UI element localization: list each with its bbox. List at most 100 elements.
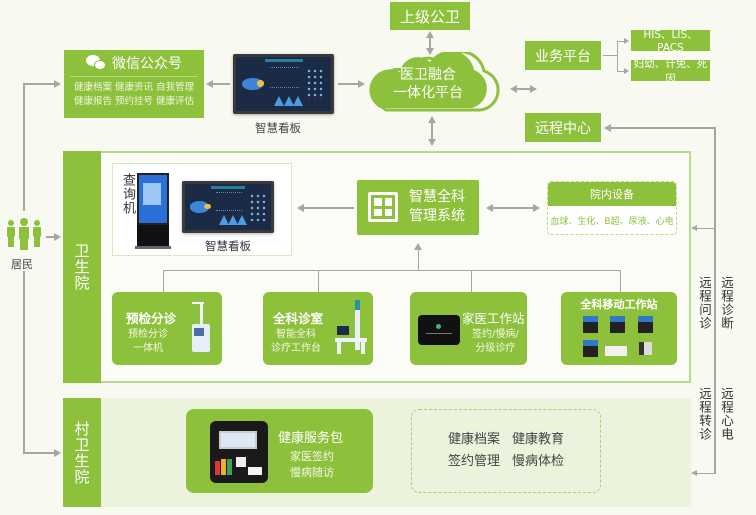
smart-gp-management-system-box: 智慧全科 管理系统 (357, 180, 479, 235)
connector-mgmt-tree-trunk (418, 250, 419, 270)
health-kit-sub1: 家医签约 (290, 450, 334, 463)
gp-workstation-image (335, 300, 369, 358)
arrow-left (604, 124, 611, 132)
connector-business-vertical (617, 41, 618, 72)
triage-sub1: 预检分诊 (128, 329, 168, 340)
mobile-workstation-title: 全科移动工作站 (580, 298, 658, 311)
connector-remote-center (606, 127, 716, 129)
smart-dashboard-label-township: 智慧看板 (205, 239, 251, 253)
arrow-up (428, 116, 436, 123)
mobile-device-image-2 (610, 316, 625, 333)
mobile-device-image-4 (583, 340, 598, 357)
township-hospital-label-text: 卫生院 (72, 243, 91, 291)
connector-tree-drop-1 (163, 270, 164, 292)
cloud-platform-line2: 一体化平台 (393, 85, 463, 101)
remote-center-box: 远程中心 (525, 113, 601, 142)
health-kit-image (210, 421, 268, 483)
village-clinic-label-text: 村卫生院 (72, 420, 91, 485)
gp-room-title: 全科诊室 (273, 311, 324, 326)
cloud-platform: 医卫融合 一体化平台 (368, 50, 506, 112)
arrow-left (486, 204, 493, 212)
superior-public-health-label: 上级公卫 (399, 7, 460, 26)
service-chronic-checkup: 慢病体检 (512, 454, 565, 469)
arrow-right (624, 38, 629, 44)
residents-icon (4, 218, 44, 250)
arrow-up (414, 243, 422, 250)
query-kiosk-label: 查询机 (120, 173, 135, 215)
connector-mgmt-equipment (491, 207, 535, 209)
health-kit-sub2: 慢病随访 (290, 466, 334, 479)
connector-residents-down (23, 271, 25, 453)
connector-residents-wechat (23, 83, 55, 85)
triage-title: 预检分诊 (126, 311, 177, 326)
village-clinic-section (63, 398, 691, 507)
business-platform-label: 业务平台 (535, 48, 591, 65)
remote-consultation-label: 远程问诊 (697, 276, 712, 330)
management-system-line1: 智慧全科 (409, 189, 465, 205)
business-item-label: 妇幼、计免、死因 (633, 57, 708, 85)
arrow-left (297, 204, 304, 212)
wechat-features-line2: 健康报告 预约挂号 健康评估 (73, 96, 195, 107)
connector-remote-trunk-lower (714, 384, 716, 474)
arrow-down (428, 139, 436, 146)
superior-public-health-box: 上级公卫 (390, 2, 470, 30)
remote-diagnosis-label: 远程诊断 (719, 276, 734, 330)
remote-referral-label: 远程转诊 (697, 387, 712, 441)
connector-business-top (617, 41, 626, 42)
arrow-left (206, 80, 213, 88)
general-practice-room-card: 全科诊室 智能全科 诊疗工作台 (263, 292, 373, 365)
in-hospital-equipment-box: 院内设备 血球、生化、B超、尿液、心电 (547, 181, 677, 235)
arrow-left (510, 85, 517, 93)
smart-dashboard-label-top: 智慧看板 (255, 121, 301, 135)
service-health-education: 健康教育 (512, 432, 565, 447)
service-contract-management: 签约管理 (447, 454, 500, 469)
residents-label: 居民 (11, 258, 33, 271)
connector-business-bottom (617, 71, 626, 72)
arrow-right (533, 204, 540, 212)
connector-dashboard-cloud (338, 83, 360, 85)
mobile-device-image-5 (605, 346, 627, 356)
village-services-box: 健康档案 健康教育 签约管理 慢病体检 (411, 409, 601, 493)
arrow-right (624, 68, 629, 74)
connector-tree-horizontal (163, 270, 621, 271)
business-platform-box: 业务平台 (525, 41, 601, 70)
mobile-gp-workstation-card: 全科移动工作站 (561, 292, 677, 365)
query-kiosk-image (135, 173, 171, 249)
cloud-platform-line1: 医卫融合 (400, 67, 456, 83)
triage-card: 预检分诊 预检分诊 一体机 (112, 292, 222, 365)
wechat-title: 微信公众号 (112, 56, 182, 72)
arrow-left (691, 470, 697, 476)
family-doctor-sub1: 签约/慢病/ (472, 329, 519, 340)
arrow-left (691, 225, 697, 231)
wechat-features-line1: 健康档案 健康资讯 自我管理 (73, 82, 195, 93)
arrow-up (426, 31, 434, 38)
connector-tree-drop-4 (620, 270, 621, 292)
remote-center-label: 远程中心 (535, 120, 591, 137)
connector-cloud-township (431, 120, 433, 142)
arrow-right (54, 80, 61, 88)
health-kit-title: 健康服务包 (278, 431, 344, 446)
smart-dashboard-image-township (182, 181, 274, 233)
connector-cloud-business (514, 88, 532, 90)
service-health-records: 健康档案 (447, 432, 500, 447)
family-doctor-case-image (418, 315, 460, 345)
triage-sub2: 一体机 (133, 343, 163, 354)
triage-machine-image (190, 302, 214, 357)
wechat-official-account-box: 微信公众号 健康档案 健康资讯 自我管理 健康报告 预约挂号 健康评估 (64, 50, 204, 118)
township-hospital-label: 卫生院 (63, 151, 101, 383)
gp-room-sub1: 智能全科 (276, 329, 316, 340)
arrow-down (426, 48, 434, 55)
smart-dashboard-image-top (233, 54, 334, 114)
wechat-icon (86, 55, 108, 71)
connector-residents-up (23, 83, 25, 211)
arrow-right (54, 449, 61, 457)
connector-remote-trunk (714, 127, 716, 457)
health-service-kit-card: 健康服务包 家医签约 慢病随访 (186, 409, 373, 493)
connector-residents-village (23, 452, 55, 454)
business-item-his-lis-pacs: HIS、LIS、PACS (631, 29, 710, 54)
gp-room-sub2: 诊疗工作台 (271, 343, 321, 354)
in-hospital-equipment-title: 院内设备 (590, 188, 634, 201)
connector-superior-cloud (429, 36, 431, 50)
arrow-right (358, 80, 365, 88)
connector-mgmt-panel (302, 207, 354, 209)
